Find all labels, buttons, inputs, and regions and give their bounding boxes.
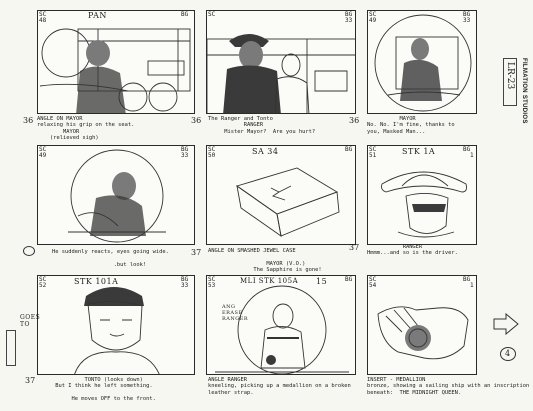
- panel-7-bg-number: 33: [181, 282, 189, 289]
- panel-8-sc-number: 53: [208, 282, 216, 289]
- panel-4-bg-number: 33: [181, 152, 189, 159]
- panel-9-sc-number: 54: [369, 282, 377, 289]
- panel-7-bg-label: BG: [181, 276, 189, 283]
- panel-7-number: 37: [25, 376, 36, 385]
- panel-6-bg-label: BG: [463, 146, 471, 153]
- storyboard-panel-8: [206, 275, 356, 375]
- panel-3-description: MAYOR No. No. I'm fine, thanks to you, M…: [367, 116, 455, 135]
- panel-4-drawing: [68, 149, 166, 243]
- storyboard-panel-6: [367, 145, 477, 245]
- panel-2-bg-number: 33: [345, 17, 353, 24]
- panel-5-sc-label: SC: [208, 146, 216, 153]
- panel-1-bg-label: BG: [181, 11, 189, 18]
- panel-1-description: ANGLE ON MAYOR relaxing his grip on the …: [37, 116, 135, 142]
- storyboard-panel-9: [367, 275, 477, 375]
- panel-1-handwritten: PAN: [88, 11, 107, 20]
- studio-label: FILMATION STUDIOS: [521, 58, 527, 124]
- panel-9-sc-label: SC: [369, 276, 377, 283]
- panel-1-number: 36: [23, 116, 34, 125]
- panel-8-description: ANGLE RANGER kneeling, picking up a meda…: [208, 377, 351, 396]
- panel-2-sc-label: SC: [208, 11, 216, 18]
- panel-4-bg-label: BG: [181, 146, 189, 153]
- panel-2-bg-label: BG: [345, 11, 353, 18]
- panel-2-drawing: [207, 34, 355, 113]
- panel-7-note: GOES TO: [20, 314, 41, 328]
- panel-7-description: TONTO (looks down) But I think he left s…: [55, 377, 156, 403]
- panel-9-description: INSERT - MEDALLION bronze, showing a sai…: [367, 377, 530, 396]
- panel-5-sc-number: 50: [208, 152, 216, 159]
- panel-2-number: 36: [191, 116, 202, 125]
- panel-1-drawing: [39, 28, 191, 113]
- storyboard-panel-4: [37, 145, 195, 245]
- storyboard-panel-5: [206, 145, 356, 245]
- panel-5-number: 37: [191, 248, 202, 257]
- panel-3-bg-label: BG: [463, 11, 471, 18]
- panel-3-sc-label: SC: [369, 11, 377, 18]
- margin-mark: [6, 330, 16, 366]
- page-corner-circle: [500, 347, 516, 361]
- panel-4-number-oval: [23, 246, 35, 256]
- panel-5-handwritten: SA 34: [252, 147, 279, 156]
- panel-3-number: 36: [349, 116, 360, 125]
- sheet-code-box: [503, 58, 517, 106]
- next-page-arrow-icon: [493, 312, 519, 336]
- panel-3-drawing: [374, 14, 472, 112]
- panel-7-drawing: [74, 287, 160, 374]
- storyboard-panel-7: [37, 275, 195, 375]
- panel-6-bg-number: 1: [470, 152, 474, 159]
- panel-4-sc-label: SC: [39, 146, 47, 153]
- panel-3-bg-number: 33: [463, 17, 471, 24]
- sheet-code: LR-23: [505, 62, 515, 90]
- panel-6-drawing: [381, 171, 467, 238]
- panel-9-bg-label: BG: [463, 276, 471, 283]
- panel-4-description: He suddenly reacts, eyes going wide. .bu…: [52, 249, 169, 268]
- panel-1-sc-label: SC: [39, 11, 47, 18]
- panel-8-bg-label: BG: [345, 276, 353, 283]
- panel-6-sc-label: SC: [369, 146, 377, 153]
- panel-6-handwritten: STK 1A: [402, 147, 436, 156]
- panel-9-drawing: [377, 306, 469, 360]
- panel-5-description: ANGLE ON SMASHED JEWEL CASE MAYOR (V.O.)…: [208, 248, 322, 274]
- panel-8-handwritten: MLI STK 105A: [240, 277, 299, 285]
- storyboard-panel-1: [37, 10, 195, 114]
- panel-8-drawing: [215, 285, 349, 374]
- panel-5-drawing: [235, 167, 340, 237]
- panel-4-sc-number: 49: [39, 152, 47, 159]
- panel-6-sc-number: 51: [369, 152, 377, 159]
- panel-7-handwritten: STK 101A: [74, 277, 119, 286]
- panel-9-bg-number: 1: [470, 282, 474, 289]
- panel-7-sc-number: 52: [39, 282, 47, 289]
- panel-8-sc-label: SC: [208, 276, 216, 283]
- panel-3-sc-number: 49: [369, 17, 377, 24]
- panel-1-sc-number: 48: [39, 17, 47, 24]
- page-corner-number: 4: [505, 349, 511, 358]
- panel-8-handwritten-2: 15: [316, 277, 328, 286]
- panel-8-note: ANG ERASE RANGER: [222, 304, 249, 322]
- panel-7-sc-label: SC: [39, 276, 47, 283]
- panel-5-bg-label: BG: [345, 146, 353, 153]
- storyboard-panel-2: [206, 10, 356, 114]
- panel-6-description: RANGER Hmmm...and so is the driver.: [367, 244, 458, 257]
- storyboard-panel-3: [367, 10, 477, 114]
- panel-6-number: 37: [349, 243, 360, 252]
- panel-2-description: The Ranger and Tonto RANGER Mister Mayor…: [208, 116, 316, 135]
